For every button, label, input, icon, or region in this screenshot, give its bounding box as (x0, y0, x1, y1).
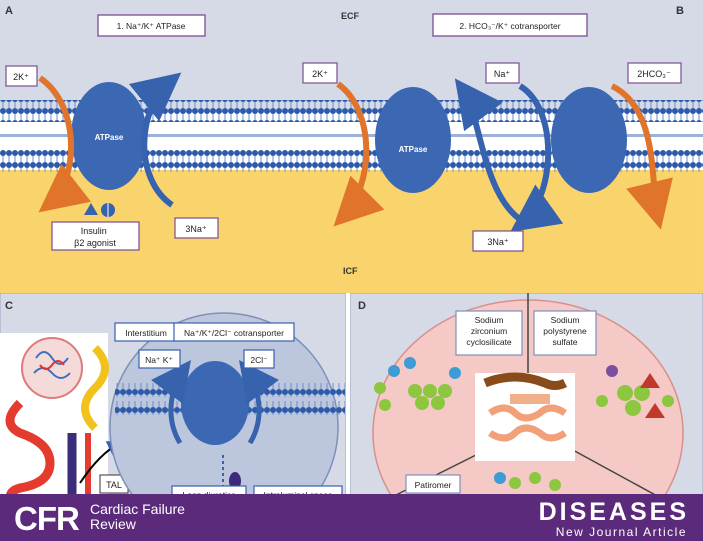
panel-d-letter: D (358, 300, 366, 312)
stimulator-line-1: Insulin (81, 226, 107, 236)
interstitium-label: Interstitium (125, 328, 167, 338)
na-label-right-top: Na⁺ (494, 69, 511, 79)
hco3-cotransporter-protein (551, 87, 627, 193)
hco3-label: 2HCO₃⁻ (637, 69, 671, 79)
k-label-left: 2K⁺ (13, 72, 29, 82)
proximal-tubule-icon (5, 399, 55, 521)
na-k-label-c: Na⁺ K⁺ (145, 355, 173, 365)
k-label-right: 2K⁺ (312, 69, 328, 79)
atpase-protein-right (375, 87, 451, 193)
insulin-beta2-label: Insulin β2 agonist (74, 226, 116, 248)
journal-name: Cardiac Failure Review (90, 501, 185, 532)
tal-label: TAL (106, 480, 122, 490)
panel-b-letter: B (676, 5, 684, 17)
k-influx-arrow-right (333, 81, 385, 227)
sps-beads (596, 365, 674, 418)
cfr-logo: CFR (14, 500, 80, 537)
diseases-title: DISEASES (538, 498, 689, 526)
glomerulus-icon (21, 337, 83, 399)
panel-a-membrane-pumps: A B ECF ICF 1. Na⁺/K⁺ ATPase 2. HCO₃⁻/K⁺… (0, 0, 703, 293)
patiromer-label: Patiromer (415, 480, 452, 490)
cl-arrow-c (239, 359, 279, 445)
na-label-right-bottom: 3Na⁺ (487, 237, 509, 247)
na-k-arrow-c (151, 359, 191, 445)
stimulator-line-2: β2 agonist (74, 238, 116, 248)
distal-tubule-icon (81, 345, 109, 431)
k-influx-arrow-left (38, 75, 92, 213)
title-hco3-k-cotransporter: 2. HCO₃⁻/K⁺ cotransporter (459, 21, 560, 31)
na-efflux-arrow-left (128, 72, 182, 208)
hco3-arrow (610, 83, 673, 230)
panel-a-letter: A (5, 5, 13, 17)
panel-a-diagram: A B ECF ICF 1. Na⁺/K⁺ ATPase 2. HCO₃⁻/K⁺… (0, 0, 703, 293)
journal-banner: CFR Cardiac Failure Review DISEASES New … (0, 494, 703, 541)
nkcc-label: Na⁺/K⁺/2Cl⁻ cotransporter (184, 328, 284, 338)
nkcc-cotransporter-protein (181, 361, 249, 445)
title-hco3-k-box (432, 13, 588, 37)
atpase-label-right: ATPase (399, 145, 428, 154)
insulin-up-icon (84, 203, 98, 215)
szc-beads (374, 357, 461, 411)
na-label-left: 3Na⁺ (185, 224, 207, 234)
title-na-k-atpase: 1. Na⁺/K⁺ ATPase (117, 21, 186, 31)
new-article-subtitle: New Journal Article (555, 525, 687, 539)
ecf-label: ECF (341, 11, 360, 21)
icf-label: ICF (343, 266, 358, 276)
atpase-label-left: ATPase (95, 133, 124, 142)
cl-label-c: 2Cl⁻ (250, 355, 268, 365)
title-na-k-atpase-box (97, 14, 206, 37)
panel-c-letter: C (5, 300, 13, 312)
membrane-inner-leaflet (0, 150, 703, 172)
na-k-atpase-protein (71, 82, 147, 190)
na-arrow-right-bottom (510, 83, 564, 232)
